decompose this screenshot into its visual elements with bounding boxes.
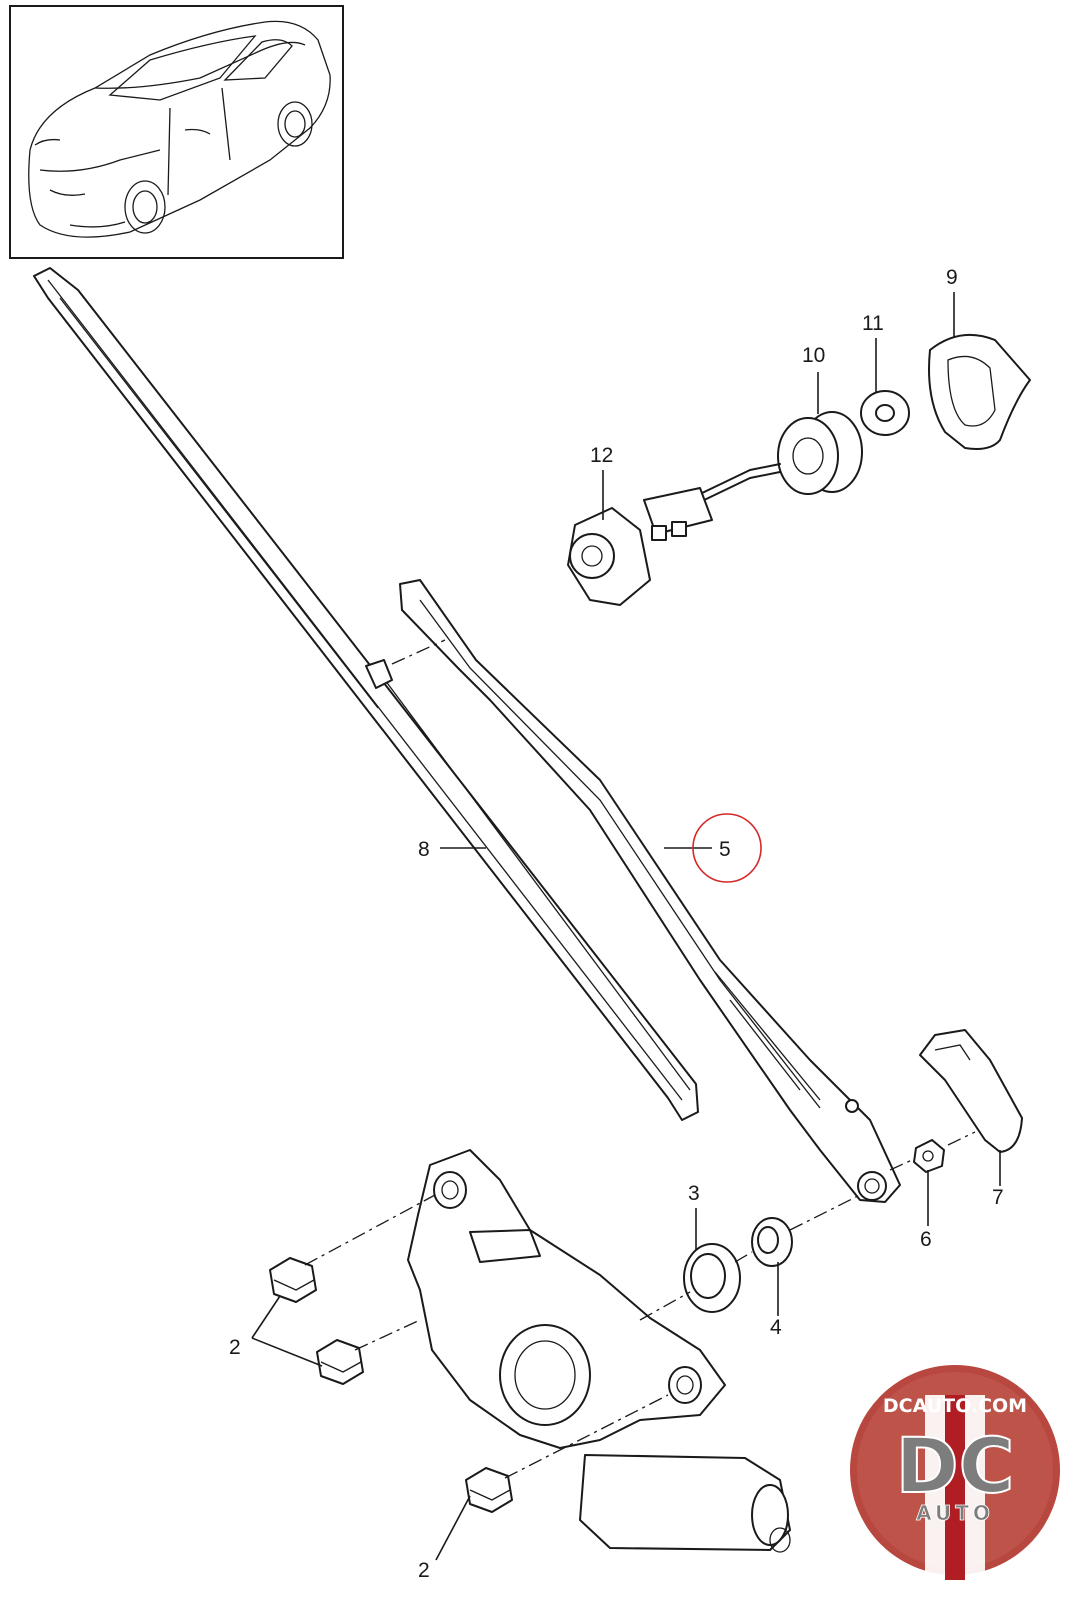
callout-9: 9 <box>946 266 958 289</box>
bushing-small[interactable] <box>751 1217 793 1267</box>
car-illustration <box>28 20 331 238</box>
callout-2-lower: 2 <box>418 1559 430 1582</box>
washer[interactable] <box>860 390 910 436</box>
callout-5-highlight <box>692 813 762 883</box>
logo-mark-text: DC <box>896 1421 1015 1510</box>
callout-7: 7 <box>992 1186 1004 1209</box>
logo-word-text: AUTO <box>916 1501 994 1525</box>
callout-12: 12 <box>590 444 613 467</box>
callout-11: 11 <box>862 312 884 335</box>
wiper-arm[interactable] <box>391 579 901 1203</box>
callout-5: 5 <box>719 838 731 861</box>
assembly-axes <box>304 1131 976 1479</box>
wiper-motor[interactable] <box>407 1149 791 1553</box>
callout-6: 6 <box>920 1228 932 1251</box>
logo-site-text: DCAUTO.COM <box>883 1395 1027 1417</box>
callout-8: 8 <box>418 838 430 861</box>
small-nut[interactable] <box>913 1139 945 1173</box>
hex-nut-upper[interactable] <box>269 1257 317 1303</box>
callout-2: 2 <box>229 1336 241 1359</box>
dcauto-logo: DCAUTO.COM DC AUTO <box>850 1365 1060 1580</box>
clip-cover[interactable] <box>919 1029 1023 1153</box>
callout-4: 4 <box>770 1316 782 1339</box>
callout-10: 10 <box>802 344 825 367</box>
hex-nut-cap[interactable] <box>567 507 651 606</box>
wiper-blade[interactable] <box>33 267 699 1121</box>
bushing-large[interactable] <box>683 1243 741 1313</box>
hex-nut-lower[interactable] <box>465 1467 513 1513</box>
grommet-connector[interactable] <box>643 411 863 541</box>
leader-lines <box>251 292 1001 1561</box>
hex-nut-middle[interactable] <box>316 1339 364 1385</box>
callout-3: 3 <box>688 1182 700 1205</box>
cover-cap[interactable] <box>928 333 1031 450</box>
vehicle-inset <box>9 5 344 259</box>
callout-labels: 2 2 3 4 5 6 7 8 9 10 11 12 <box>229 266 1004 1582</box>
